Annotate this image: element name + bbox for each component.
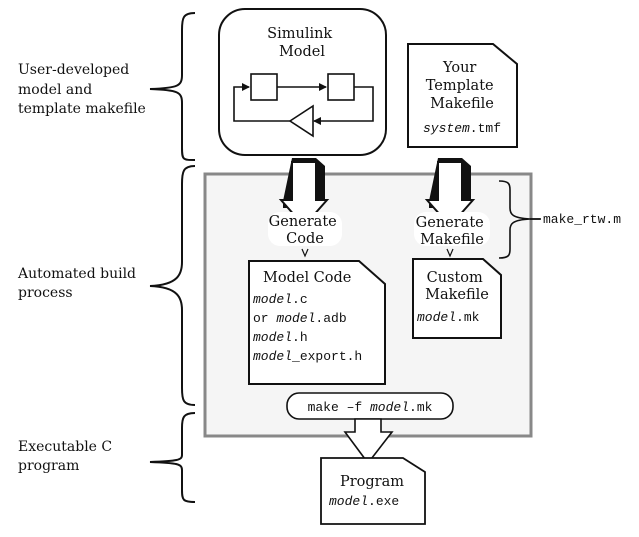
generate-makefile-label: Generate Makefile <box>416 215 489 248</box>
brace-exec <box>149 412 196 503</box>
template-makefile-doc[interactable] <box>407 43 518 148</box>
label-automated-build: Automated build process <box>17 266 140 301</box>
make-command-text: make –f model.mk <box>308 400 433 415</box>
label-user-developed: User-developed model and template makefi… <box>18 62 146 117</box>
model-code-title: Model Code <box>263 270 351 286</box>
program-filename: model.exe <box>329 494 399 509</box>
brace-make-rtw <box>498 180 540 259</box>
label-executable-c: Executable C program <box>18 439 117 474</box>
template-makefile-title: Your Template Makefile <box>426 60 498 112</box>
model-code-doc[interactable] <box>248 260 386 385</box>
make-rtw-label: make_rtw.m <box>543 212 621 227</box>
small-arrow-code <box>301 248 309 258</box>
brace-auto <box>149 165 196 406</box>
gain-block <box>288 104 314 138</box>
model-code-file-line: model_export.h <box>253 349 362 364</box>
program-doc[interactable] <box>320 457 426 525</box>
model-code-files: model.c or model.adb model.h model_expor… <box>253 292 362 364</box>
block-1 <box>250 73 278 101</box>
arrow-make-to-program <box>343 418 394 465</box>
simulink-model-box[interactable] <box>218 8 387 156</box>
custom-makefile-doc[interactable] <box>412 258 502 339</box>
model-code-file-line: or model.adb <box>253 311 347 326</box>
model-code-file-line: model.h <box>253 330 308 345</box>
simulink-model-title: Simulink Model <box>267 26 337 60</box>
generate-code-label: Generate Code <box>269 214 342 247</box>
model-code-file-line: model.c <box>253 292 308 307</box>
brace-user <box>149 12 196 161</box>
custom-makefile-filename: model.mk <box>417 310 480 325</box>
simulink-block-diagram-icon <box>233 73 374 138</box>
arrow-model-to-generate-code <box>278 158 330 228</box>
custom-makefile-title: Custom Makefile <box>425 270 489 303</box>
program-title: Program <box>340 474 404 490</box>
small-arrow-makefile <box>446 248 454 258</box>
block-2 <box>327 73 355 101</box>
template-makefile-filename: system.tmf <box>423 121 501 136</box>
